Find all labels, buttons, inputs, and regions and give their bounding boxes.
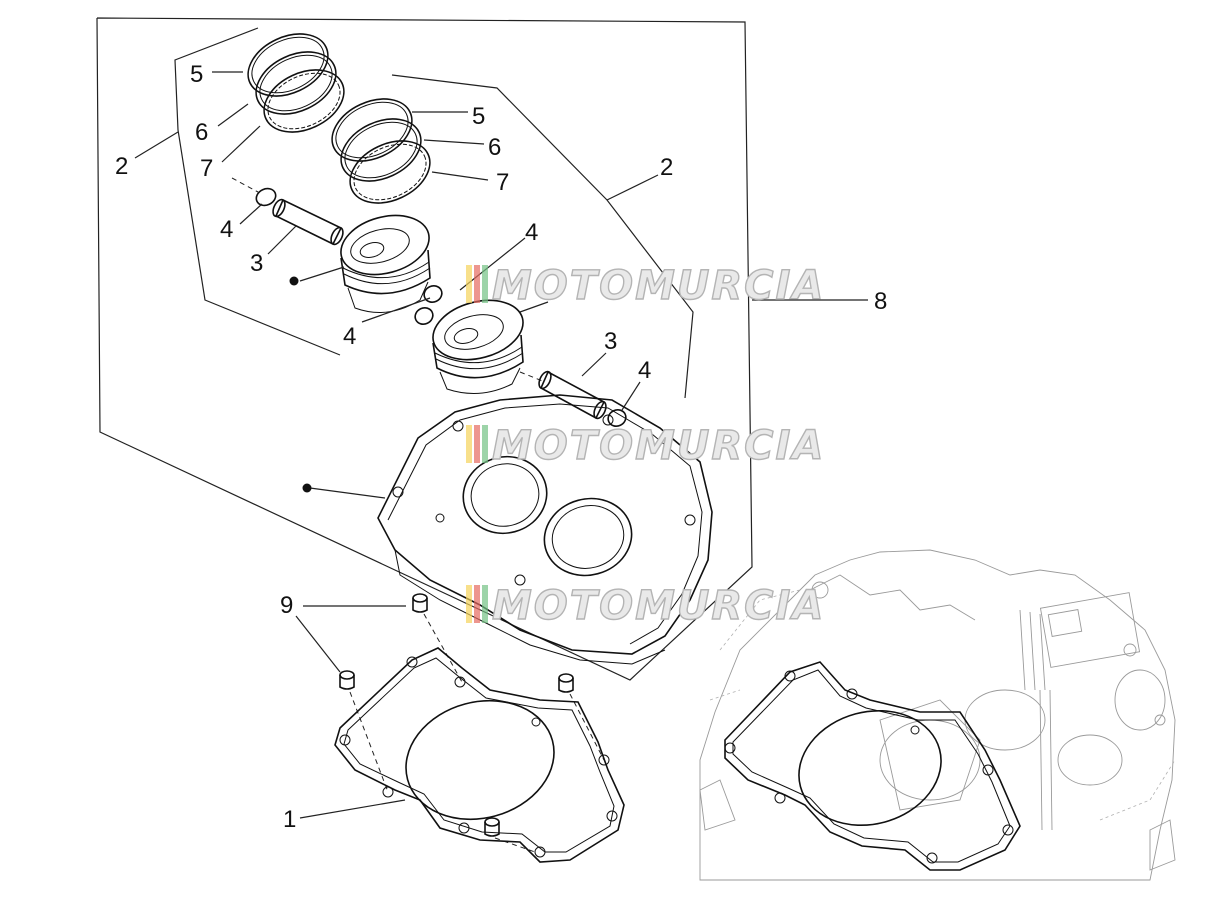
callout-4-lower-right: 4 bbox=[638, 357, 651, 384]
piston-rings-right bbox=[331, 98, 431, 204]
callout-6-left: 6 bbox=[195, 119, 208, 146]
callout-7-right: 7 bbox=[496, 169, 509, 196]
callout-8: 8 bbox=[874, 288, 887, 315]
piston-pin-left bbox=[272, 198, 344, 246]
piston-pin-right bbox=[519, 370, 607, 420]
watermark-text: MOTOMURCIA bbox=[492, 583, 825, 629]
callout-6-right: 6 bbox=[488, 134, 501, 161]
callout-2-left: 2 bbox=[115, 153, 128, 180]
watermark: MOTOMURCIA MOTOMURCIA MOTOMURCIA bbox=[466, 262, 825, 630]
watermark-text: MOTOMURCIA bbox=[492, 263, 825, 309]
callout-9: 9 bbox=[280, 592, 293, 619]
cylinder-kit-outline bbox=[96, 17, 868, 681]
callout-2-right: 2 bbox=[660, 154, 673, 181]
dowel-pin bbox=[484, 817, 500, 837]
callout-3-right: 3 bbox=[604, 328, 617, 355]
callout-5-left: 5 bbox=[190, 61, 203, 88]
callout-1: 1 bbox=[283, 806, 296, 833]
callout-4-upper-left: 4 bbox=[220, 216, 233, 243]
piston-kit-outline-left bbox=[174, 27, 341, 356]
circlip-left-upper bbox=[231, 177, 277, 207]
watermark-stripes bbox=[466, 265, 488, 623]
callout-7-left: 7 bbox=[200, 155, 213, 182]
circlips-middle bbox=[414, 285, 443, 325]
watermark-text: MOTOMURCIA bbox=[492, 423, 825, 469]
callout-3-left: 3 bbox=[250, 250, 263, 277]
callout-4-lower-left: 4 bbox=[343, 323, 356, 350]
callout-5-right: 5 bbox=[472, 103, 485, 130]
dowel-pin bbox=[558, 673, 574, 693]
engine-reference-view bbox=[699, 549, 1176, 881]
piston-rings-left bbox=[247, 33, 345, 133]
dowel-pins bbox=[295, 593, 605, 853]
dowel-pin bbox=[412, 593, 428, 613]
piston-left bbox=[289, 214, 431, 313]
callout-4-upper-right: 4 bbox=[525, 219, 538, 246]
dowel-pin bbox=[339, 670, 355, 690]
cylinder-base-gasket bbox=[299, 647, 625, 863]
leader-lines bbox=[134, 71, 659, 411]
callout-labels: 5 6 2 7 4 3 4 5 6 7 2 4 8 3 4 9 1 bbox=[115, 61, 887, 833]
